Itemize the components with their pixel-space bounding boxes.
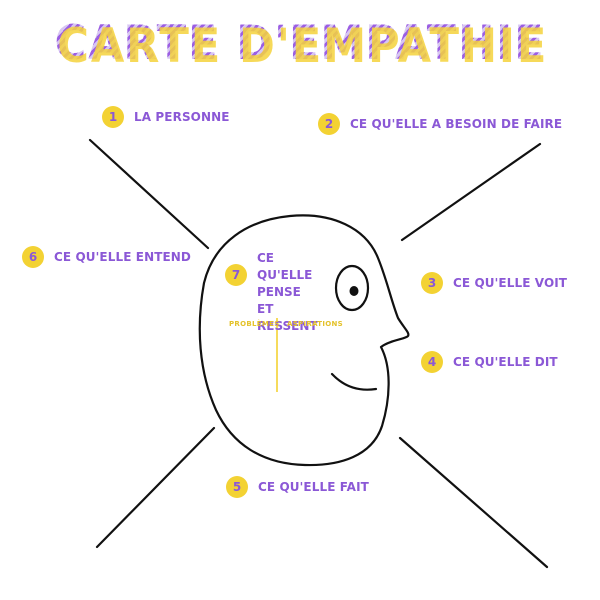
section-4-label: 4 CE QU'ELLE DIT [421,351,558,373]
section-5-badge: 5 [226,476,248,498]
section-6-text: CE QU'ELLE ENTEND [54,250,191,264]
mouth-smile [330,372,378,391]
head-outline [198,214,410,467]
section-3-label: 3 CE QU'ELLE VOIT [421,272,567,294]
section-3-badge: 3 [421,272,443,294]
section-7-text: CE QU'ELLE PENSE ET RESSENT [257,251,318,333]
section-7-badge: 7 [225,264,247,286]
section-5-label: 5 CE QU'ELLE FAIT [226,476,369,498]
section-7-label: 7 CE QU'ELLE PENSE ET RESSENT [225,250,319,335]
section-3-text: CE QU'ELLE VOIT [453,276,568,290]
section-4-text: CE QU'ELLE DIT [453,355,558,369]
head-column-aspirations: ASPIRATIONS [287,320,343,328]
section-6-badge: 6 [22,246,44,268]
section-5-text: CE QU'ELLE FAIT [258,480,369,494]
section-2-label: 2 CE QU'ELLE A BESOIN DE FAIRE [318,113,562,135]
section-1-text: LA PERSONNE [134,110,230,124]
section-1-badge: 1 [102,106,124,128]
eye-outline [334,264,370,312]
diagonal-line-bottom-right [398,436,549,569]
page-title: CARTE D'EMPATHIE [24,14,576,74]
section-2-badge: 2 [318,113,340,135]
section-2-text: CE QU'ELLE A BESOIN DE FAIRE [350,117,563,131]
eye-pupil [349,286,359,296]
section-6-label: 6 CE QU'ELLE ENTEND [22,246,191,268]
section-1-label: 1 LA PERSONNE [102,106,230,128]
section-4-badge: 4 [421,351,443,373]
head-column-problems: PROBLÈMES [229,320,280,328]
diagonal-line-bottom-left [95,426,216,549]
diagonal-line-top-left [88,138,210,250]
diagonal-line-top-right [400,142,542,242]
